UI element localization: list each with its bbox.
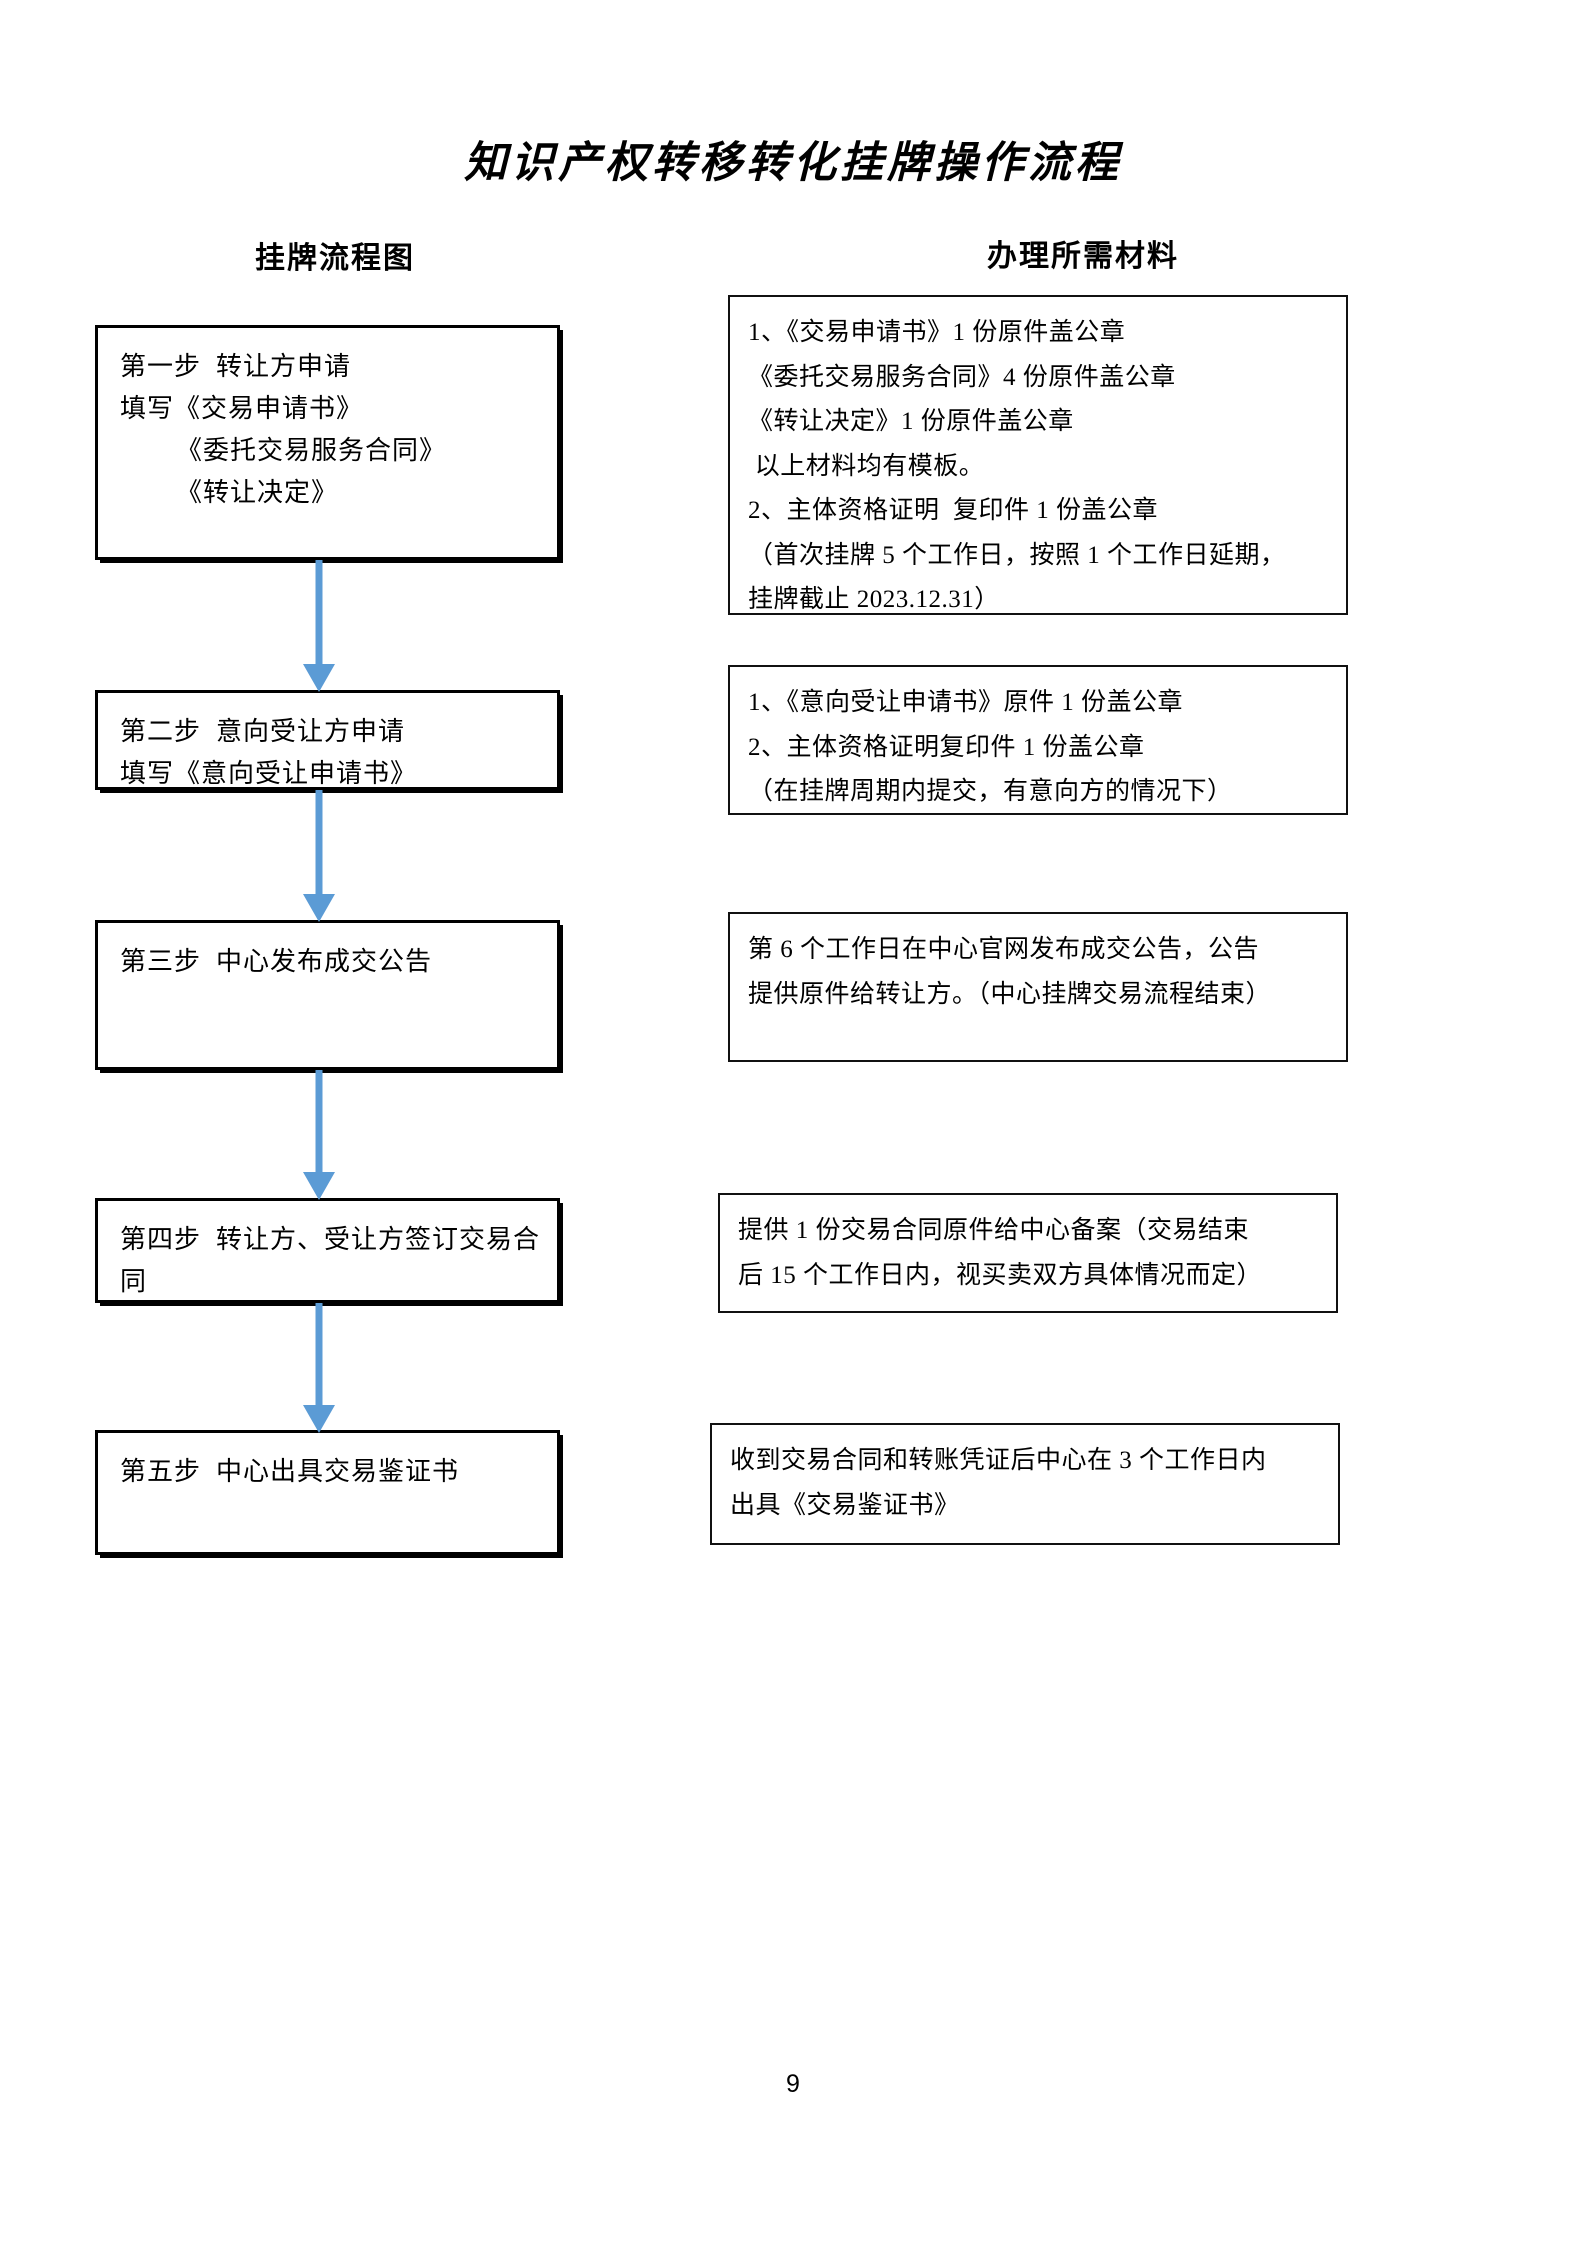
material-3-line-1: 第 6 个工作日在中心官网发布成交公告，公告 (748, 936, 1260, 963)
material-5-line-2: 出具《交易鉴证书》 (730, 1491, 960, 1519)
flow-step-1-line-2: 填写《交易申请书》 (120, 394, 364, 424)
material-1-line-7: 挂牌截止 2023.12.31） (748, 586, 1000, 613)
flow-step-2-line-2: 填写《意向受让申请书》 (120, 759, 418, 789)
flow-step-3-line-1: 第三步 中心发布成交公告 (120, 947, 433, 976)
flow-step-5-line-1: 第五步 中心出具交易鉴证书 (120, 1457, 460, 1486)
flow-step-box-1: 第一步 转让方申请 填写《交易申请书》 《委托交易服务合同》 《转让决定》 (95, 325, 560, 560)
flow-step-4-line-1: 第四步 转让方、受让方签订交易合 (120, 1225, 541, 1254)
material-2-line-3: （在挂牌周期内提交，有意向方的情况下） (748, 778, 1233, 805)
flow-step-1-line-3: 《委托交易服务合同》 (176, 436, 447, 466)
material-2-line-2: 2、主体资格证明复印件 1 份盖公章 (748, 733, 1145, 761)
flow-step-1-line-4: 《转让决定》 (176, 478, 339, 508)
page-number: 9 (786, 2070, 800, 2098)
connector-arrow-step3-step4 (297, 1070, 341, 1200)
material-box-2: 1、《意向受让申请书》原件 1 份盖公章 2、主体资格证明复印件 1 份盖公章 … (728, 665, 1348, 815)
material-3-line-2: 提供原件给转让方。（中心挂牌交易流程结束） (748, 980, 1272, 1008)
material-4-line-2: 后 15 个工作日内，视买卖双方具体情况而定） (738, 1261, 1263, 1289)
material-1-line-5: 2、主体资格证明 复印件 1 份盖公章 (748, 497, 1159, 524)
material-box-5: 收到交易合同和转账凭证后中心在 3 个工作日内 出具《交易鉴证书》 (710, 1423, 1340, 1545)
flow-step-box-4: 第四步 转让方、受让方签订交易合 同 (95, 1198, 560, 1303)
material-box-1: 1、《交易申请书》1 份原件盖公章 《委托交易服务合同》4 份原件盖公章 《转让… (728, 295, 1348, 615)
flow-step-box-3: 第三步 中心发布成交公告 (95, 920, 560, 1070)
material-1-line-2: 《委托交易服务合同》4 份原件盖公章 (748, 363, 1176, 391)
connector-arrow-step1-step2 (297, 560, 341, 692)
connector-arrow-step2-step3 (297, 790, 341, 922)
material-5-line-1: 收到交易合同和转账凭证后中心在 3 个工作日内 (730, 1447, 1267, 1474)
flow-step-1-line-1: 第一步 转让方申请 (120, 352, 352, 381)
material-1-line-4: 以上材料均有模板。 (748, 452, 985, 480)
flow-step-2-line-1: 第二步 意向受让方申请 (120, 717, 406, 746)
flow-step-box-2: 第二步 意向受让方申请 填写《意向受让申请书》 (95, 690, 560, 790)
material-box-3: 第 6 个工作日在中心官网发布成交公告，公告 提供原件给转让方。（中心挂牌交易流… (728, 912, 1348, 1062)
material-1-line-3: 《转让决定》1 份原件盖公章 (748, 408, 1074, 435)
material-2-line-1: 1、《意向受让申请书》原件 1 份盖公章 (748, 689, 1184, 716)
right-column-heading: 办理所需材料 (987, 240, 1179, 273)
material-1-line-6: （首次挂牌 5 个工作日，按照 1 个工作日延期， (748, 541, 1286, 569)
material-1-line-1: 1、《交易申请书》1 份原件盖公章 (748, 319, 1126, 346)
connector-arrow-step4-step5 (297, 1303, 341, 1433)
flow-step-4-line-2: 同 (120, 1267, 148, 1297)
left-column-heading: 挂牌流程图 (255, 242, 415, 275)
material-4-line-1: 提供 1 份交易合同原件给中心备案（交易结束 (738, 1217, 1250, 1244)
page-title: 知识产权转移转化挂牌操作流程 (464, 140, 1122, 187)
material-box-4: 提供 1 份交易合同原件给中心备案（交易结束 后 15 个工作日内，视买卖双方具… (718, 1193, 1338, 1313)
flow-step-box-5: 第五步 中心出具交易鉴证书 (95, 1430, 560, 1555)
